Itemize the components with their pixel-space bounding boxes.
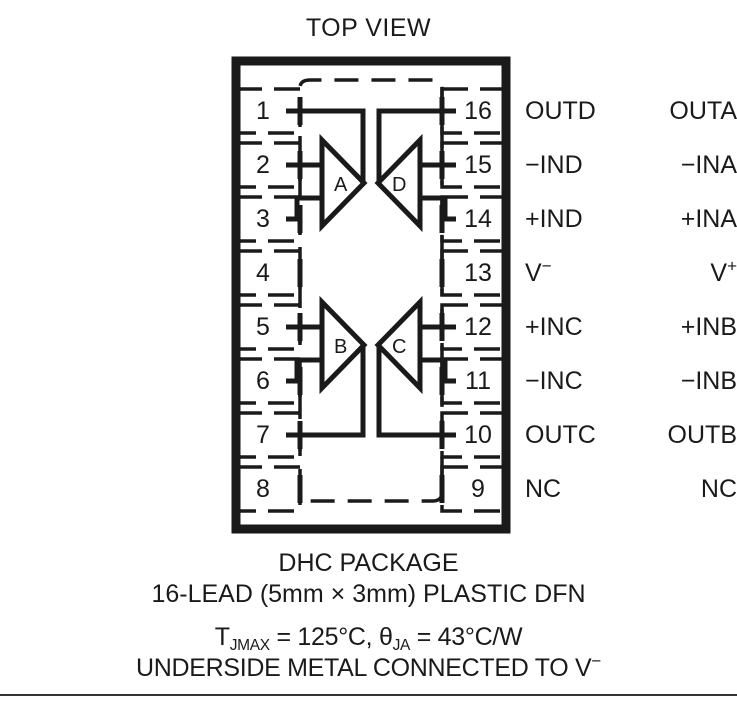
pin-number-11: 11 xyxy=(465,367,491,395)
pin-label-ina-neg: −INA xyxy=(518,153,737,178)
pin-label-ind-neg-text: −IND xyxy=(525,151,583,179)
amplifier-a-letter: A xyxy=(334,174,348,196)
caption-underside-text: UNDERSIDE METAL CONNECTED TO V xyxy=(135,654,592,682)
pin-label-outc: OUTC xyxy=(525,423,596,448)
pin-number-2: 2 xyxy=(256,151,270,179)
pin-number-13: 13 xyxy=(464,259,492,287)
pin-number-12: 12 xyxy=(464,313,492,341)
pin-label-outc-text: OUTC xyxy=(525,421,596,449)
pin-number-6: 6 xyxy=(256,367,270,395)
pin-number-7: 7 xyxy=(256,421,270,449)
pin-label-inb-pos-text: +INB xyxy=(680,313,737,341)
pin-label-vplus-text: V xyxy=(710,259,728,287)
pin-label-ina-pos-text: +INA xyxy=(680,205,737,233)
pin-label-outb: OUTB xyxy=(518,423,737,448)
pin-label-nc-9: NC xyxy=(525,477,561,502)
pin-label-vminus-sup: − xyxy=(541,256,552,276)
pin-label-inb-neg: −INB xyxy=(518,369,737,394)
caption-underside-sup: − xyxy=(591,651,602,671)
pin-number-16: 16 xyxy=(464,97,492,125)
pin-label-inc-neg-text: −INC xyxy=(525,367,583,395)
caption-tj-symbol: T xyxy=(214,623,230,651)
pin-label-ind-pos: +IND xyxy=(525,207,583,232)
amplifier-b-letter: B xyxy=(334,336,347,358)
pin-number-14: 14 xyxy=(464,205,492,233)
caption-lead-prefix: 16-LEAD (5mm xyxy=(151,580,331,608)
pin-label-outa: OUTA xyxy=(518,99,737,124)
pin-number-9: 9 xyxy=(471,475,485,503)
pin-label-vplus: V+ xyxy=(518,258,737,287)
caption-theta-value: = 43°C/W xyxy=(410,623,523,651)
thermal-caption: TJMAX = 125°C, θJA = 43°C/W UNDERSIDE ME… xyxy=(0,622,737,684)
top-view-title: TOP VIEW xyxy=(305,14,432,42)
amplifier-a: A xyxy=(319,133,368,233)
caption-theta-subscript: JA xyxy=(392,637,411,654)
pin-number-3: 3 xyxy=(256,205,270,233)
pin-number-4: 4 xyxy=(256,259,270,287)
pin-label-ind-neg: −IND xyxy=(525,153,583,178)
caption-tj-subscript: JMAX xyxy=(229,637,270,654)
pin-label-outd-text: OUTD xyxy=(525,97,596,125)
pin-number-15: 15 xyxy=(464,151,492,179)
pin-label-inb-pos: +INB xyxy=(518,315,737,340)
pin-label-nc-9-text: NC xyxy=(525,475,562,503)
amplifier-b: B xyxy=(319,295,368,395)
pin-number-10: 10 xyxy=(464,421,492,449)
package-caption: DHC PACKAGE 16-LEAD (5mm × 3mm) PLASTIC … xyxy=(0,548,737,610)
footer-divider xyxy=(0,694,737,696)
pin-label-nc-8-text: NC xyxy=(700,475,737,503)
pin-label-outd: OUTD xyxy=(525,99,596,124)
pin-label-inc-neg: −INC xyxy=(525,369,583,394)
pin-label-outa-text: OUTA xyxy=(669,97,737,125)
pin-label-vminus: V− xyxy=(525,258,552,287)
pin-label-vminus-text: V xyxy=(525,259,542,287)
pin-label-inc-pos: +INC xyxy=(525,315,583,340)
amplifier-c: C xyxy=(374,295,423,395)
pin-number-5: 5 xyxy=(256,313,270,341)
pin-label-ind-pos-text: +IND xyxy=(525,205,583,233)
pin-label-vplus-sup: + xyxy=(727,256,737,276)
exposed-pad-outline xyxy=(298,78,444,503)
pin-label-ina-neg-text: −INA xyxy=(680,151,737,179)
pin-number-8: 8 xyxy=(256,475,270,503)
pin-label-inc-pos-text: +INC xyxy=(525,313,583,341)
caption-lead-count: 16-LEAD (5mm × 3mm) PLASTIC DFN xyxy=(0,579,737,610)
package-outline-graphic: A D B C xyxy=(231,56,511,534)
caption-lead-suffix: 3mm) PLASTIC DFN xyxy=(345,580,586,608)
pin-number-1: 1 xyxy=(256,97,270,125)
internal-traces xyxy=(286,97,456,503)
amplifier-d: D xyxy=(374,133,423,233)
caption-tj-value: = 125°C, θ xyxy=(269,623,393,651)
caption-package-name: DHC PACKAGE xyxy=(278,549,459,577)
amplifier-d-letter: D xyxy=(392,174,406,196)
pin-label-nc-8: NC xyxy=(518,477,737,502)
pin-label-inb-neg-text: −INB xyxy=(680,367,737,395)
pin-label-outb-text: OUTB xyxy=(667,421,737,449)
pin-label-ina-pos: +INA xyxy=(518,207,737,232)
caption-underside-metal: UNDERSIDE METAL CONNECTED TO V− xyxy=(0,653,737,684)
multiply-icon: × xyxy=(330,580,346,608)
caption-thermal: TJMAX = 125°C, θJA = 43°C/W xyxy=(0,622,737,653)
amplifier-c-letter: C xyxy=(392,336,406,358)
